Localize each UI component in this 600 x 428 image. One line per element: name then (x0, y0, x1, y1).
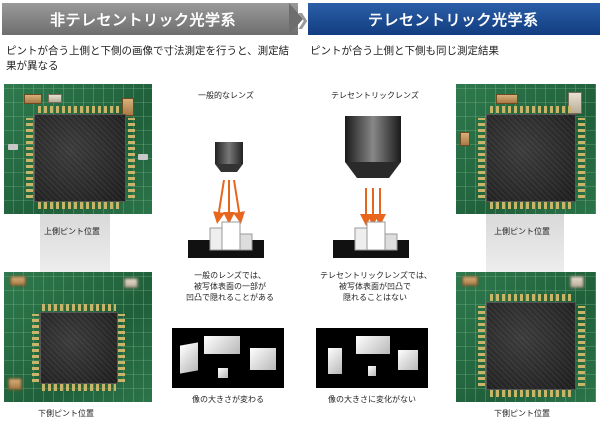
left-bottom-focus-photo (4, 272, 152, 402)
left-top-focus-label: 上側ピント位置 (44, 227, 100, 236)
right-top-focus-label: 上側ピント位置 (494, 227, 550, 236)
normal-ray-right (233, 179, 245, 224)
telecentric-lens-captured-image (316, 328, 428, 388)
normal-object-block-left (209, 227, 223, 251)
telecentric-caption-line-3: 隠れることはない (343, 293, 407, 302)
telecentric-image-caption: 像の大きさに変化がない (328, 395, 416, 404)
normal-lens-caption: 一般のレンズでは、 被写体表面の一部が 凹凸で隠れることがある (183, 270, 277, 303)
normal-caption-line-2: 被写体表面の一部が (194, 282, 266, 291)
left-focus-gap-band (40, 214, 110, 272)
telecentric-caption-line-2: 被写体表面が凹凸で (339, 282, 411, 291)
telecentric-object-block-left (354, 227, 368, 251)
telecentric-object-block-right (384, 233, 398, 251)
normal-caption-line-3: 凹凸で隠れることがある (186, 293, 274, 302)
right-focus-gap-band (486, 214, 564, 272)
non-telecentric-title: 非テレセントリック光学系 (50, 10, 237, 29)
normal-object-block-center (221, 221, 241, 251)
normal-caption-line-1: 一般のレンズでは、 (194, 271, 266, 280)
telecentric-lens-diagram (333, 116, 409, 258)
left-top-focus-photo (4, 84, 152, 214)
normal-object-block-right (239, 233, 253, 251)
normal-lens-tip (215, 164, 243, 172)
non-telecentric-header: 非テレセントリック光学系 (2, 3, 298, 35)
telecentric-lens-tip (345, 162, 401, 178)
telecentric-caption-line-1: テレセントリックレンズでは、 (320, 271, 432, 280)
telecentric-lens-body (345, 116, 401, 162)
telecentric-description: ピントが合う上側と下側も同じ測定結果 (310, 45, 499, 57)
telecentric-lens-caption: テレセントリックレンズでは、 被写体表面が凹凸で 隠れることはない (320, 270, 432, 303)
normal-ray-left (213, 179, 225, 224)
normal-image-caption: 像の大きさが変わる (192, 395, 264, 404)
chevron-right-icon: ❯ (296, 10, 310, 29)
normal-lens-captured-image (172, 328, 284, 388)
left-bottom-focus-label: 下側ピント位置 (38, 409, 94, 418)
telecentric-lens-title: テレセントリックレンズ (331, 91, 419, 100)
right-bottom-focus-photo (456, 272, 596, 402)
normal-lens-body (215, 142, 243, 164)
normal-lens-title: 一般的なレンズ (198, 91, 254, 100)
telecentric-object-block-center (366, 221, 386, 251)
header-arrow (289, 3, 303, 35)
right-top-focus-photo (456, 84, 596, 214)
non-telecentric-description: ピントが合う上側と下側の画像で寸法測定を行うと、測定結果が異なる (6, 45, 290, 72)
telecentric-title: テレセントリック光学系 (368, 10, 539, 29)
telecentric-header: テレセントリック光学系 (308, 3, 600, 35)
right-bottom-focus-label: 下側ピント位置 (494, 409, 550, 418)
normal-lens-diagram (188, 142, 264, 258)
